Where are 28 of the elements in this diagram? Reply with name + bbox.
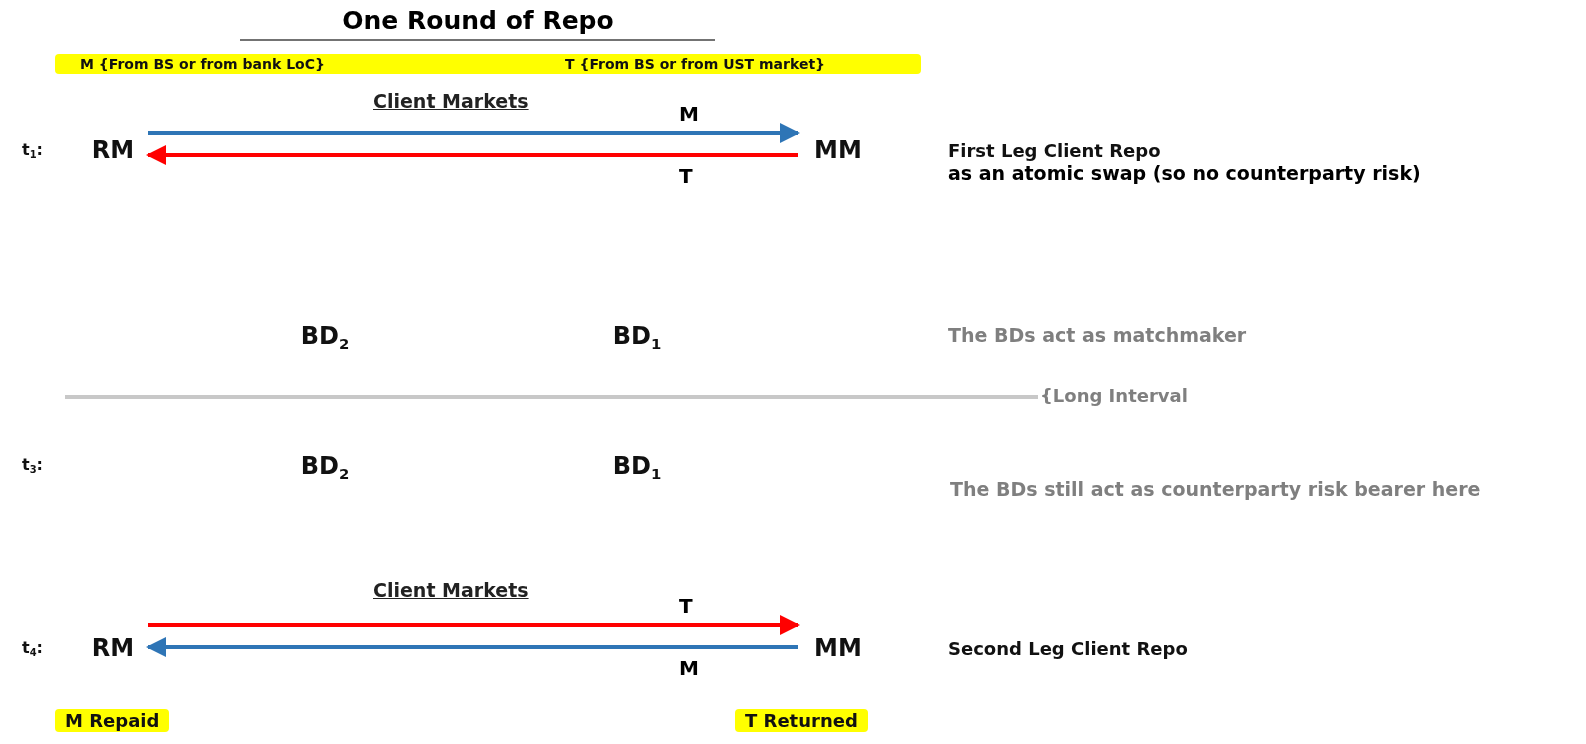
party-label: MM [798,628,878,668]
highlight-label: T Returned [735,709,868,732]
party-label: BD$_{1}$ [597,318,677,358]
arrow [148,123,800,143]
time-label: t$_{3}$: [22,455,43,476]
annotation-text: as an atomic swap (so no counterparty risk) [948,162,1421,184]
arrow [146,145,798,165]
party-label: BD$_{1}$ [597,448,677,488]
heading-text: Client Markets [373,579,529,601]
annotation-text: T {From BS or from UST market} [565,56,826,72]
annotation-text: The BDs still act as counterparty risk bearer here [950,478,1481,500]
arrow [148,615,800,635]
party-label: BD$_{2}$ [285,318,365,358]
highlight-label: M Repaid [55,709,170,732]
arrow [146,637,798,657]
annotation-text: M {From BS or from bank LoC} [80,56,325,72]
heading-text: Client Markets [373,90,529,112]
time-label: t$_{4}$: [22,638,43,659]
party-label: RM [78,628,148,668]
party-label: MM [798,130,878,170]
time-label: t$_{1}$: [22,140,43,161]
diagram-title: One Round of Repo [341,6,615,35]
annotation-text: Second Leg Client Repo [948,638,1188,659]
annotation-text: {Long Interval [1040,385,1188,406]
annotation-text: First Leg Client Repo [948,140,1161,161]
party-label: BD$_{2}$ [285,448,365,488]
party-label: RM [78,130,148,170]
annotation-text: The BDs act as matchmaker [948,324,1247,346]
